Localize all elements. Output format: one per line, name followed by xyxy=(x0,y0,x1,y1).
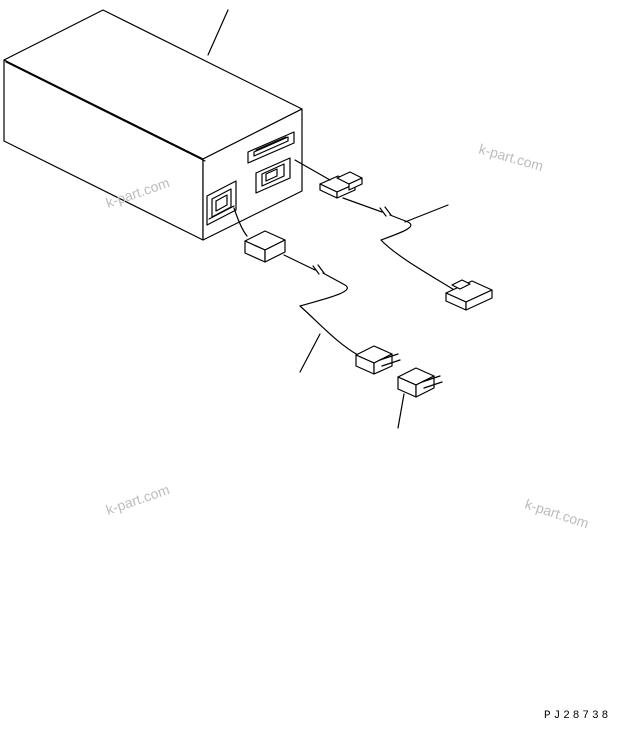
leader-lines xyxy=(207,9,449,429)
watermark: k-part.com xyxy=(523,496,591,532)
drawing-code: PJ28738 xyxy=(544,710,611,722)
watermark: k-part.com xyxy=(104,481,172,518)
leader-line-plug xyxy=(397,393,405,429)
signal-cable-assembly xyxy=(294,159,493,311)
leader-line-signal-cable xyxy=(404,204,449,223)
leader-line-box xyxy=(207,9,229,56)
loose-plug xyxy=(397,367,443,398)
box-power-inlet xyxy=(206,180,237,226)
leader-line-power-cable xyxy=(299,333,321,373)
box-connector-port xyxy=(247,131,295,164)
power-cable-assembly xyxy=(233,207,401,375)
watermark: k-part.com xyxy=(477,141,545,175)
box-switch-socket xyxy=(255,157,291,194)
control-box xyxy=(3,9,303,241)
